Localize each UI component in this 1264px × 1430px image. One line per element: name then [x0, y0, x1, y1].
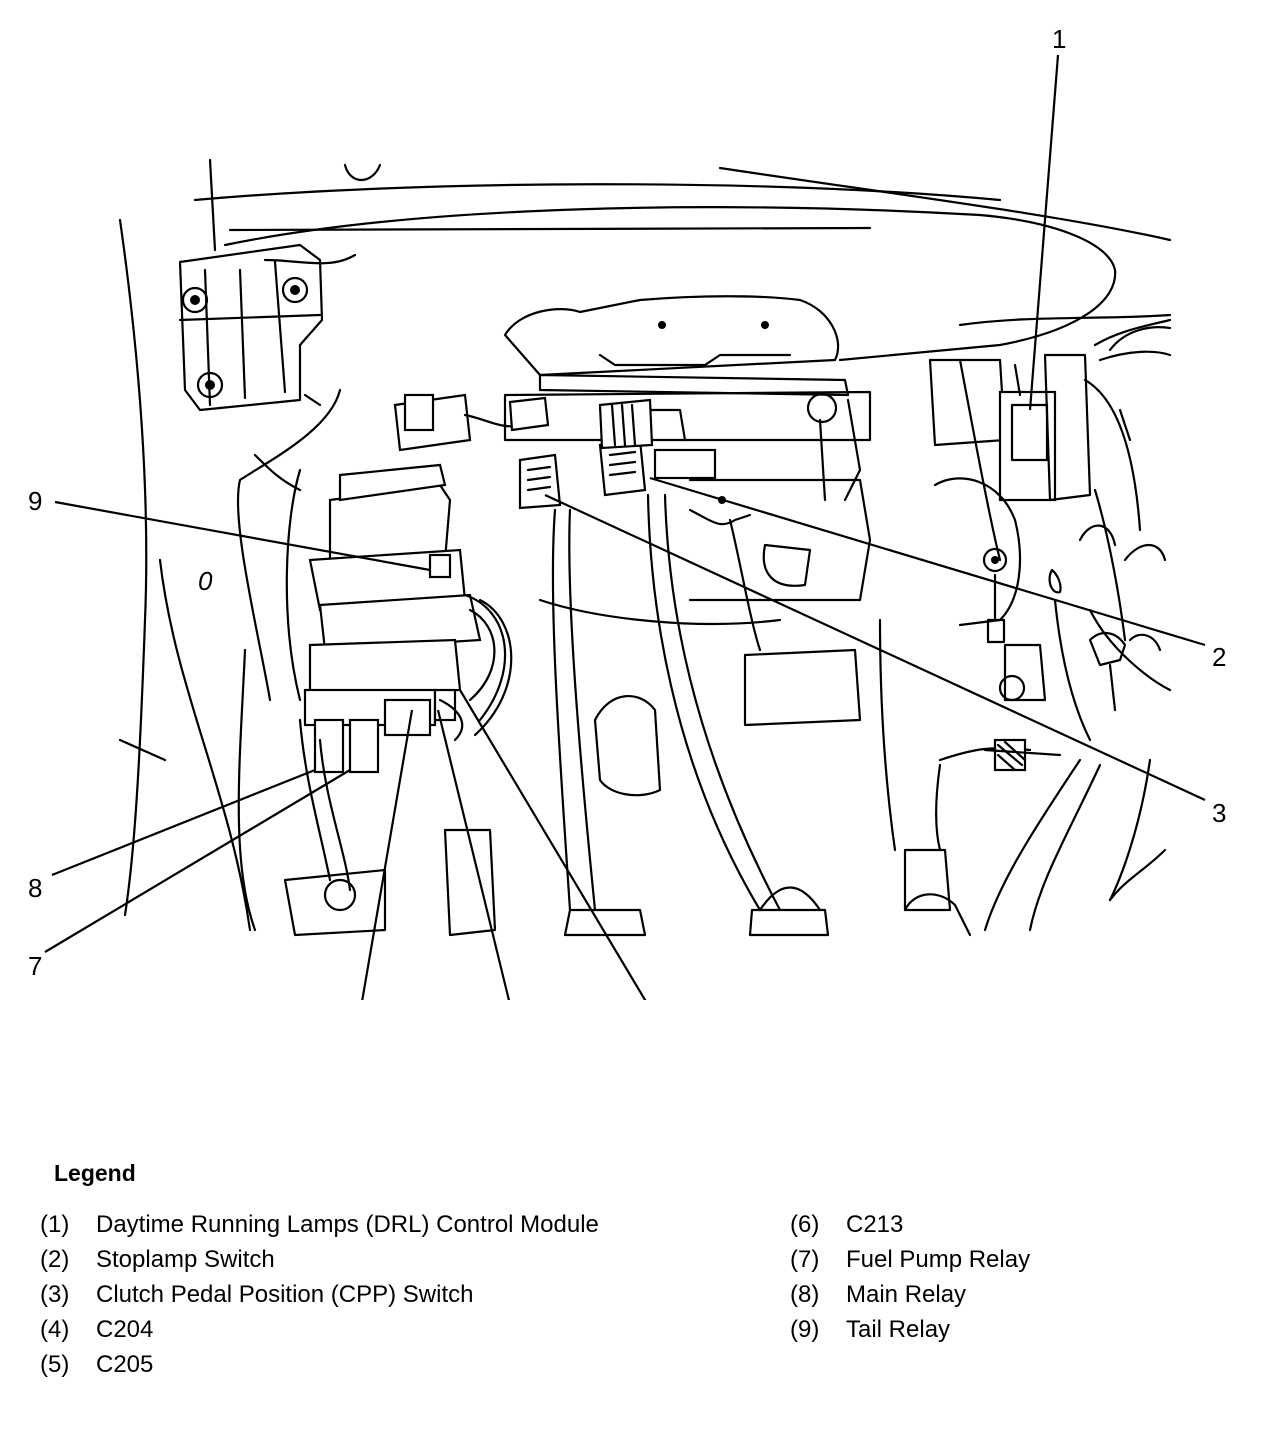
callout-numbers: 1 2 3 4 5 6 7 8 9: [28, 24, 1226, 981]
legend-item: (6) C213: [790, 1210, 1230, 1239]
callout-2: 2: [1212, 642, 1226, 672]
callout-7: 7: [28, 951, 42, 981]
legend-column-left: (1) Daytime Running Lamps (DRL) Control …: [40, 1210, 660, 1385]
callout-9: 9: [28, 486, 42, 516]
callout-leader-lines: [44, 54, 1206, 1000]
legend-item-number: (4): [40, 1316, 70, 1343]
legend-item: (2) Stoplamp Switch: [40, 1245, 660, 1274]
leader-line-3: [544, 494, 1206, 801]
legend-item-number: (7): [790, 1246, 820, 1273]
leader-line-6: [361, 709, 414, 1000]
legend-item: (4) C204: [40, 1315, 660, 1344]
legend-item: (1) Daytime Running Lamps (DRL) Control …: [40, 1210, 660, 1239]
legend-item: (7) Fuel Pump Relay: [790, 1245, 1230, 1274]
legend-item-label: Tail Relay: [846, 1316, 951, 1343]
under-dash-component-locator-drawing: 0: [28, 24, 1226, 1000]
legend-item: (8) Main Relay: [790, 1280, 1230, 1309]
legend-item-label: Stoplamp Switch: [96, 1246, 275, 1273]
legend-item-number: (8): [790, 1281, 820, 1308]
legend-item-number: (9): [790, 1316, 820, 1343]
legend-item-number: (2): [40, 1246, 70, 1273]
legend-item: (3) Clutch Pedal Position (CPP) Switch: [40, 1280, 660, 1309]
leader-line-5: [436, 709, 511, 1000]
legend-item-label: Daytime Running Lamps (DRL) Control Modu…: [96, 1211, 599, 1238]
legend-item-number: (6): [790, 1211, 820, 1238]
callout-8: 8: [28, 873, 42, 903]
leader-line-4: [459, 689, 647, 1000]
leader-line-2: [649, 476, 1206, 647]
legend-item-number: (3): [40, 1281, 70, 1308]
legend-item-label: C213: [846, 1211, 904, 1238]
legend: Legend (1) Daytime Running Lamps (DRL) C…: [0, 1150, 1264, 1420]
leader-line-9: [54, 500, 431, 572]
leader-line-1: [1028, 54, 1060, 411]
legend-column-right: (6) C213 (7) Fuel Pump Relay (8) Main Re…: [790, 1210, 1230, 1350]
callout-3: 3: [1212, 798, 1226, 828]
leader-line-7: [44, 769, 351, 953]
legend-title: Legend: [54, 1160, 136, 1186]
callout-1: 1: [1052, 24, 1066, 54]
legend-item-label: Clutch Pedal Position (CPP) Switch: [96, 1281, 474, 1308]
legend-item-number: (1): [40, 1211, 70, 1238]
legend-item: (9) Tail Relay: [790, 1315, 1230, 1344]
legend-item: (5) C205: [40, 1350, 660, 1379]
legend-item-label: Main Relay: [846, 1281, 967, 1308]
legend-item-label: C205: [96, 1351, 154, 1378]
legend-item-label: C204: [96, 1316, 154, 1343]
legend-item-number: (5): [40, 1351, 70, 1378]
legend-item-label: Fuel Pump Relay: [846, 1246, 1031, 1273]
leader-line-8: [51, 768, 316, 877]
vehicle-line-art: 0: [118, 158, 1172, 937]
svg-text:0: 0: [198, 566, 213, 596]
